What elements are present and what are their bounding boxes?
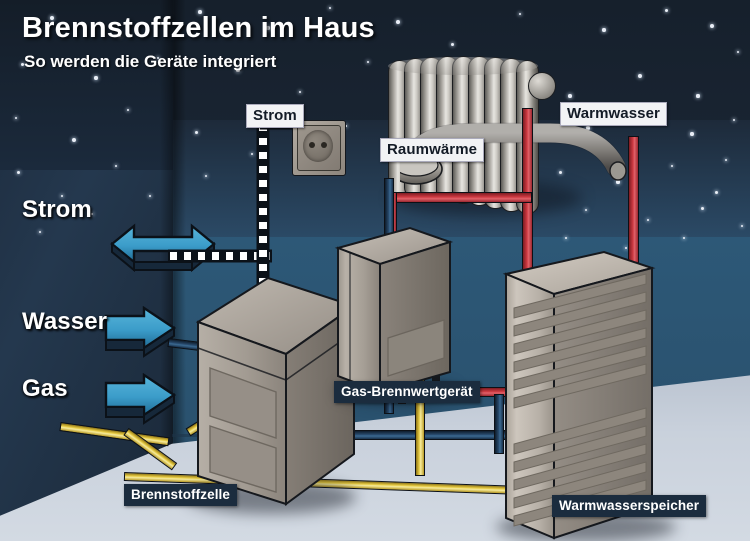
pipe-hot-water-tap-riser <box>628 136 639 268</box>
water-arrow <box>104 306 177 358</box>
pipe-cold-water-branch <box>494 394 504 454</box>
electric-cable-vertical <box>256 122 270 296</box>
gas-arrow <box>104 373 177 425</box>
label-strom-input: Strom <box>22 196 92 223</box>
page-subtitle: So werden die Geräte integriert <box>24 52 277 71</box>
power-socket-recess <box>303 130 333 162</box>
label-strom-socket: Strom <box>246 104 304 128</box>
label-gas-brennwertgeraet: Gas-Brennwertgerät <box>334 381 480 403</box>
radiator-valve <box>528 72 556 100</box>
label-warmwasser: Warmwasser <box>560 102 667 126</box>
pipe-hot-water-radiator-feed <box>386 192 532 203</box>
page-title: Brennstoffzellen im Haus <box>22 12 375 44</box>
label-warmwasserspeicher: Warmwasserspeicher <box>552 495 707 517</box>
left-wall-upper <box>0 0 173 170</box>
socket-hole-right <box>321 142 327 148</box>
socket-hole-left <box>309 142 315 148</box>
label-gas-input: Gas <box>22 375 68 402</box>
label-raumwaerme: Raumwärme <box>380 138 485 162</box>
label-brennstoffzelle: Brennstoffzelle <box>124 484 238 506</box>
electric-cable-horizontal <box>168 249 272 263</box>
label-wasser-input: Wasser <box>22 308 108 335</box>
